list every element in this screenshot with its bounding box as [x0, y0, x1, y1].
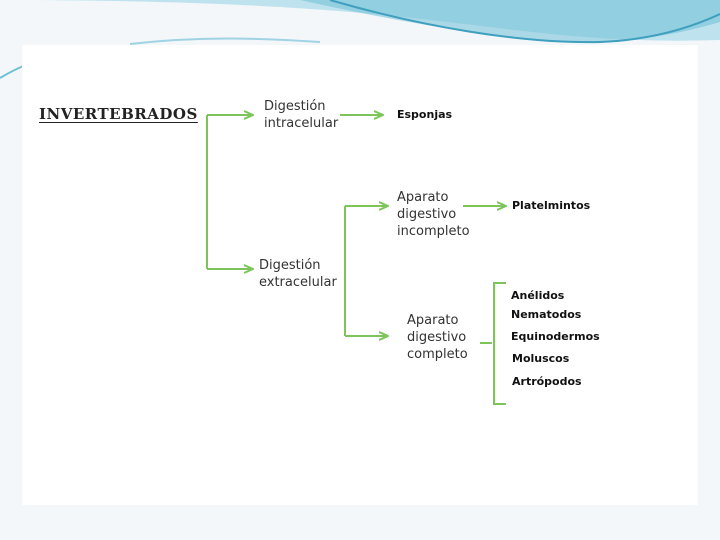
- node-digestion-intracelular: Digestión intracelular: [264, 98, 338, 132]
- group-item-moluscos: Moluscos: [512, 352, 569, 366]
- group-item-nematodos: Nematodos: [511, 308, 581, 322]
- group-item-anelidos: Anélidos: [511, 289, 564, 303]
- node-aparato-incompleto: Aparato digestivo incompleto: [397, 189, 470, 240]
- bracket-complete-group: [494, 283, 506, 404]
- group-item-artropodos: Artrópodos: [512, 375, 582, 389]
- node-digestion-extracelular: Digestión extracelular: [259, 257, 337, 291]
- node-esponjas: Esponjas: [397, 108, 452, 122]
- root-title: INVERTEBRADOS: [39, 105, 198, 123]
- node-aparato-completo: Aparato digestivo completo: [407, 312, 468, 363]
- group-item-equinodermos: Equinodermos: [511, 330, 600, 344]
- node-platelmintos: Platelmintos: [512, 199, 590, 213]
